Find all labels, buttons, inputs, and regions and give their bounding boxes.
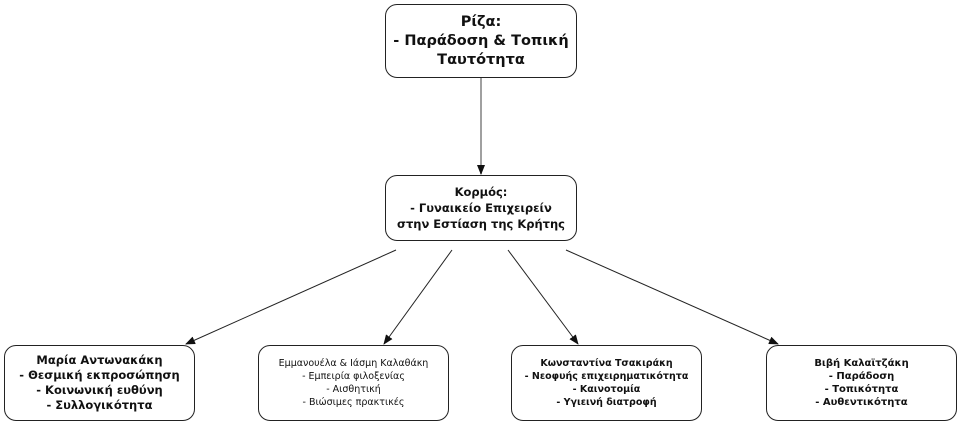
leaf-node-kalaitzaki: Βιβή Καλαϊτζάκη - Παράδοση - Τοπικότητα … (766, 345, 957, 421)
trunk-item: στην Εστίαση της Κρήτης (396, 217, 566, 231)
leaf-item: - Θεσμική εκπροσώπηση (19, 368, 180, 382)
leaf-item: - Τοπικότητα (824, 384, 899, 395)
leaf-item: - Αισθητική (326, 384, 381, 395)
leaf-item: - Αυθεντικότητα (815, 397, 908, 408)
leaf-node-kalathaki: Εμμανουέλα & Ιάσμη Καλαθάκη - Εμπειρία φ… (258, 345, 449, 421)
leaf-item: - Συλλογικότητα (46, 398, 153, 412)
leaf-node-antonakaki: Μαρία Αντωνακάκη - Θεσμική εκπροσώπηση -… (4, 345, 195, 421)
leaf-title: Εμμανουέλα & Ιάσμη Καλαθάκη (278, 358, 429, 369)
leaf-item: - Καινοτομία (572, 384, 641, 395)
edge-trunk-to-leaf-3 (565, 249, 779, 345)
edge-trunk-to-leaf-2 (507, 249, 579, 345)
leaf-title: Βιβή Καλαϊτζάκη (814, 358, 909, 369)
leaf-item: - Εμπειρία φιλοξενίας (302, 371, 405, 382)
leaf-item: - Βιώσιμες πρακτικές (302, 397, 405, 408)
leaf-title: Κωνσταντίνα Τσακιράκη (540, 358, 673, 369)
trunk-item: - Γυναικείο Επιχειρείν (410, 201, 552, 215)
root-item: - Παράδοση & Τοπική (393, 32, 569, 49)
leaf-item: - Κοινωνική ευθύνη (36, 383, 163, 397)
leaf-item: - Νεοφυής επιχειρηματικότητα (524, 371, 689, 382)
root-node: Ρίζα: - Παράδοση & Τοπική Ταυτότητα (385, 4, 577, 78)
leaf-item: - Υγιεινή διατροφή (556, 397, 657, 408)
edge-trunk-to-leaf-0 (185, 249, 397, 345)
leaf-node-tsakiraki: Κωνσταντίνα Τσακιράκη - Νεοφυής επιχειρη… (511, 345, 702, 421)
edge-trunk-to-leaf-1 (383, 249, 453, 345)
trunk-node: Κορμός: - Γυναικείο Επιχειρείν στην Εστί… (385, 175, 577, 241)
root-item: Ταυτότητα (437, 51, 525, 68)
trunk-title: Κορμός: (454, 185, 508, 199)
leaf-item: - Παράδοση (828, 371, 895, 382)
leaf-title: Μαρία Αντωνακάκη (36, 353, 163, 367)
root-title: Ρίζα: (460, 13, 502, 30)
